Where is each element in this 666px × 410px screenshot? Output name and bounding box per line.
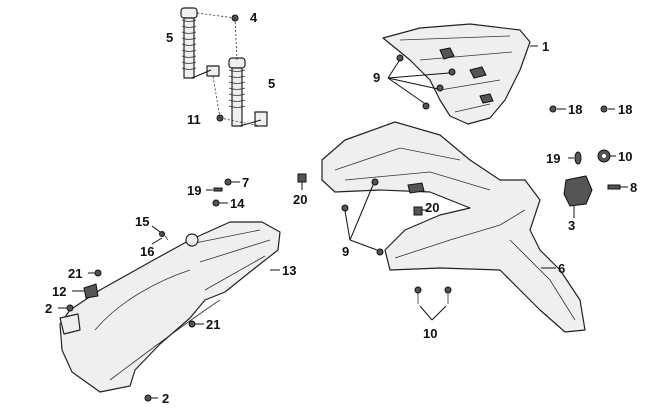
label-19-left: 19	[187, 183, 201, 198]
label-10-bottom: 10	[423, 326, 437, 341]
screw-21-bottom	[188, 320, 204, 328]
label-7: 7	[242, 175, 249, 190]
washer-19-left	[206, 187, 223, 192]
nut-14	[212, 199, 228, 207]
nut-10	[597, 149, 616, 163]
shock-bolt-top	[196, 12, 239, 61]
fender-bolts	[414, 286, 452, 321]
label-10-right: 10	[618, 149, 632, 164]
rear-shock-absorber-right	[228, 57, 268, 127]
reflector-3	[563, 175, 593, 218]
bolt-18-right	[600, 105, 615, 113]
tail-light-assembly	[382, 23, 538, 125]
rear-fender-body	[321, 121, 586, 333]
bottom-bolt-2	[144, 394, 158, 402]
fender-clip-center	[413, 206, 428, 216]
clip-15-16	[151, 225, 169, 245]
callout-labels: 4 5 5 11 1 9 18 18 19 10 8 3 6 20 20 9 1…	[45, 10, 637, 406]
label-13: 13	[282, 263, 296, 278]
label-21-bottom: 21	[206, 317, 220, 332]
label-12: 12	[52, 284, 66, 299]
label-16: 16	[140, 244, 154, 259]
label-1: 1	[542, 39, 549, 54]
tail-light-screws	[387, 54, 456, 110]
label-14: 14	[230, 196, 245, 211]
label-18-right: 18	[618, 102, 632, 117]
rear-shock-absorber-left	[180, 7, 220, 79]
label-11: 11	[187, 112, 201, 127]
label-2-top: 2	[45, 301, 52, 316]
mudguard-bracket	[58, 304, 81, 335]
label-21-top: 21	[68, 266, 82, 281]
label-6: 6	[558, 261, 565, 276]
label-5-left: 5	[166, 30, 173, 45]
washer-19	[568, 151, 582, 165]
bracket-12	[72, 283, 99, 299]
label-4: 4	[250, 10, 258, 25]
label-9-bottom: 9	[342, 244, 349, 259]
rear-mudguard-hugger	[59, 221, 281, 393]
label-8: 8	[630, 180, 637, 195]
label-20-center: 20	[425, 200, 439, 215]
shock-bolt-bottom	[212, 75, 261, 127]
bolt-7	[224, 178, 240, 186]
label-9-top: 9	[373, 70, 380, 85]
label-5-right: 5	[268, 76, 275, 91]
fender-clip-left	[297, 173, 307, 190]
screw-21-top	[88, 269, 102, 277]
label-2-bottom: 2	[162, 391, 169, 406]
label-3: 3	[568, 218, 575, 233]
label-15: 15	[135, 214, 149, 229]
label-19-right: 19	[546, 151, 560, 166]
fender-screws	[341, 178, 384, 256]
bolt-8	[607, 184, 628, 190]
label-18-left: 18	[568, 102, 582, 117]
bolt-18-left	[549, 105, 566, 113]
label-20-left: 20	[293, 192, 307, 207]
